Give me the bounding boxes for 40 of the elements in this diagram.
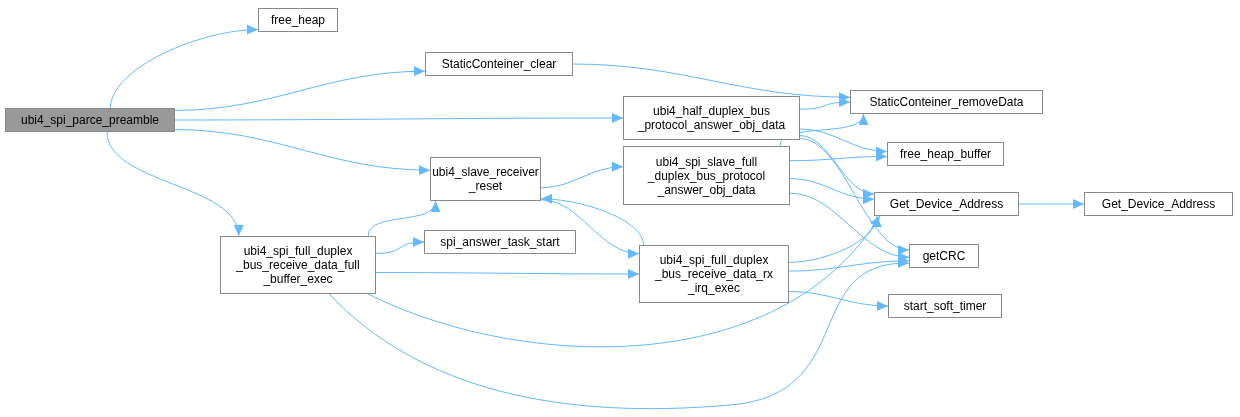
- function-box: ubi4_half_duplex_bus _protocol_answer_obj_data: [623, 96, 800, 140]
- function-box: ubi4_slave_receiver _reset: [430, 157, 541, 201]
- function-box: spi_answer_task_start: [424, 230, 576, 254]
- function-box: free_heap_buffer: [887, 142, 1004, 166]
- call-arrow: [799, 97, 851, 110]
- call-arrow: [174, 113, 624, 123]
- function-box: start_soft_timer: [888, 294, 1002, 318]
- call-arrow: [799, 135, 875, 198]
- call-arrow: [1018, 199, 1085, 209]
- call-arrow: [375, 237, 425, 254]
- call-arrow: [799, 138, 910, 253]
- call-arrow: [375, 269, 640, 279]
- call-arrow: [540, 194, 644, 246]
- call-arrow: [174, 129, 431, 175]
- function-box: free_heap: [258, 8, 338, 32]
- function-box: ubi4_spi_full_duplex _bus_receive_data_full _buffer_exec: [220, 236, 376, 294]
- call-arrow: [788, 256, 910, 272]
- function-box: ubi4_spi_full_duplex _bus_receive_data_rx _irq_exec: [639, 245, 789, 303]
- call-arrow: [789, 177, 875, 204]
- function-box: ubi4_spi_slave_full _duplex_bus_protocol _answer_obj_data: [623, 146, 790, 205]
- call-arrow: [174, 66, 426, 111]
- function-box: StaticConteiner_removeData: [850, 90, 1043, 114]
- call-arrow: [106, 131, 242, 237]
- highlighted-function-box: ubi4_spi_parce_preamble: [5, 108, 175, 132]
- call-arrow: [540, 162, 624, 189]
- function-box: StaticConteiner_clear: [425, 52, 573, 76]
- call-arrow: [789, 151, 888, 162]
- call-arrow: [788, 290, 889, 311]
- call-arrow: [328, 259, 910, 410]
- function-box: Get_Device_Address: [1084, 192, 1233, 216]
- call-arrow: [109, 25, 259, 109]
- call-arrow: [788, 215, 880, 263]
- function-box: getCRC: [909, 244, 979, 268]
- call-arrow: [367, 215, 881, 348]
- function-box: Get_Device_Address: [874, 192, 1019, 216]
- call-arrow: [367, 200, 438, 237]
- call-arrow: [799, 128, 888, 156]
- call-arrow: [572, 63, 851, 102]
- call-arrow: [789, 192, 910, 261]
- call-arrow: [540, 199, 640, 258]
